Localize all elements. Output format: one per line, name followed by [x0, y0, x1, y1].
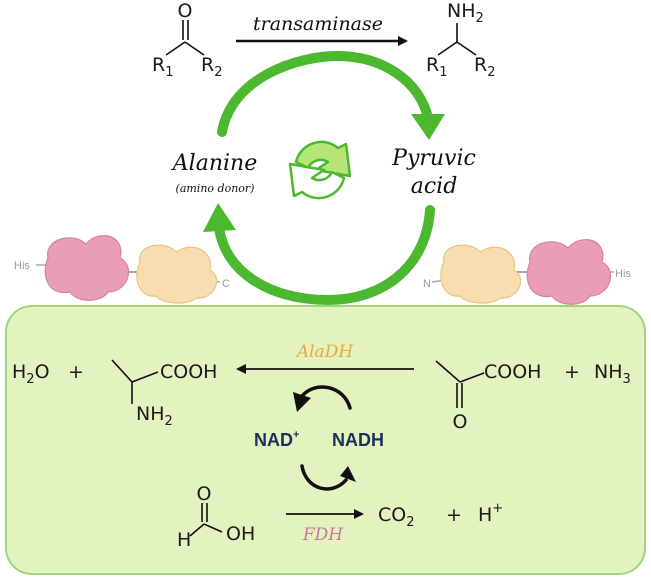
plus-sign-1: +: [68, 361, 84, 383]
alanine-cooh: COOH: [160, 361, 217, 383]
pyruvate-structure: COOH O: [435, 360, 541, 433]
cycle-arrows: [203, 50, 445, 306]
cofactor-regeneration-panel: [5, 305, 646, 575]
transaminase-domain-left: [44, 235, 130, 301]
ketone-r1: R1: [152, 54, 173, 80]
cofactor-arrow-top: [293, 385, 352, 412]
alanine-label: Alanine: [171, 151, 257, 176]
alanine-structure: COOH NH2: [111, 359, 217, 429]
amine-nh2: NH2: [447, 0, 484, 26]
n-terminus-label: N: [423, 278, 431, 290]
amino-donor-label: (amino donor): [176, 182, 255, 195]
nad-plus-label: NAD+: [254, 429, 299, 450]
fusion-enzyme-left: His C: [14, 235, 230, 304]
water-formula: H2O: [12, 361, 50, 387]
amine-structure: NH2 R1 R2: [426, 0, 495, 80]
recycle-icon: [288, 140, 352, 200]
proton-formula: H+: [478, 501, 503, 526]
alanine-nh2: NH2: [136, 403, 173, 429]
ketone-r2: R2: [201, 54, 222, 80]
amine-r1: R1: [426, 54, 447, 80]
transaminase-domain-right: [526, 239, 612, 305]
plus-sign-2: +: [564, 361, 580, 383]
fusion-enzyme-right: N His: [423, 239, 631, 305]
formic-oxygen: O: [197, 483, 212, 505]
cofactor-arrow-bottom: [300, 464, 356, 491]
nadh-label: NADH: [332, 430, 384, 450]
ketone-oxygen: O: [178, 0, 193, 22]
amine-r2: R2: [474, 54, 495, 80]
pyruvate-cooh: COOH: [484, 361, 541, 383]
aladh-domain-left: [136, 244, 218, 304]
aladh-enzyme-label: AlaDH: [295, 342, 354, 362]
formic-h: H: [177, 529, 191, 551]
ketone-structure: O R1 R2: [152, 0, 222, 80]
transaminase-label: transaminase: [253, 13, 383, 35]
ammonia-formula: NH3: [594, 361, 631, 387]
pyruvate-oxygen: O: [453, 411, 468, 433]
acid-label: acid: [411, 174, 458, 199]
aladh-domain-right: [440, 244, 522, 304]
his-tag-left: His: [14, 260, 30, 272]
formic-acid-structure: O H OH: [177, 483, 255, 551]
co2-formula: CO2: [378, 504, 415, 530]
his-tag-right: His: [615, 268, 631, 280]
plus-sign-3: +: [446, 504, 462, 526]
fdh-enzyme-label: FDH: [302, 525, 344, 545]
pyruvic-label: Pyruvic: [391, 146, 476, 171]
formic-oh: OH: [226, 523, 255, 545]
c-terminus-label: C: [222, 278, 230, 290]
